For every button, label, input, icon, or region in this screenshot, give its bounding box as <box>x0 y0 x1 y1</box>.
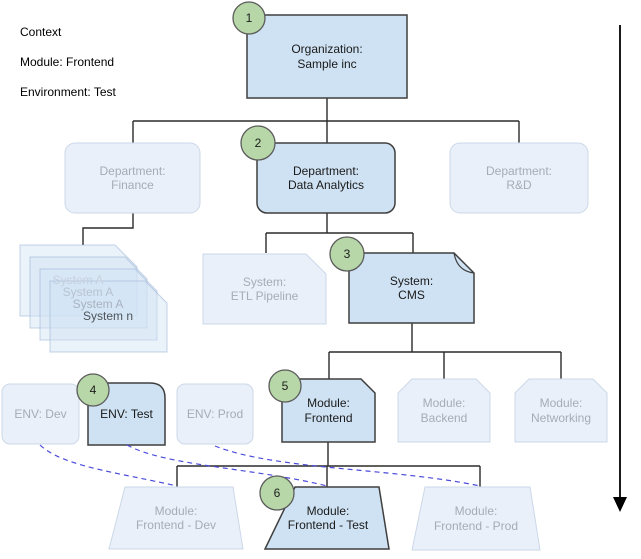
env-prod-shape[interactable] <box>176 383 254 445</box>
dashed-link-test <box>126 444 328 487</box>
badge-2-number: 2 <box>255 136 262 150</box>
badge-6-number: 6 <box>274 486 281 500</box>
badge-4-icon <box>76 373 110 407</box>
node-leaf-prod[interactable]: Module: Frontend - Prod <box>433 504 519 533</box>
node-env-dev[interactable]: ENV: Dev <box>14 406 67 421</box>
badge-6-icon <box>259 475 295 511</box>
step-badges: 1 2 3 4 5 6 <box>76 1 365 511</box>
context-title: Context <box>20 25 62 39</box>
badge-1-icon <box>232 1 266 35</box>
dept-analytics-shape[interactable] <box>256 142 396 214</box>
node-env-prod[interactable]: ENV: Prod <box>186 406 244 421</box>
sys-cms-shape[interactable] <box>348 252 475 324</box>
badge-1-number: 1 <box>246 11 253 25</box>
badge-4-number: 4 <box>90 383 97 397</box>
leaf-prod-shape[interactable] <box>411 486 541 551</box>
sys-cms-fold-line <box>453 252 475 274</box>
leaf-dev-shape[interactable] <box>108 486 244 550</box>
node-env-test[interactable]: ENV: Test <box>100 406 153 421</box>
stack-label-3: System A <box>72 297 124 311</box>
flow-arrow <box>613 25 627 512</box>
node-sys-etl[interactable]: System: ETL Pipeline <box>230 274 299 303</box>
tree-connectors <box>82 98 562 487</box>
dept-finance-shape[interactable] <box>64 142 201 214</box>
stack-card-3[interactable] <box>39 268 158 341</box>
node-dept-finance[interactable]: Department: Finance <box>99 163 166 192</box>
dashed-link-dev <box>39 444 178 487</box>
stack-label-2: System A <box>62 285 114 299</box>
badge-3-number: 3 <box>344 247 351 261</box>
leaf-test-shape[interactable] <box>263 486 390 550</box>
badge-5-icon <box>268 369 302 403</box>
node-mod-networking[interactable]: Module: Networking <box>530 396 592 425</box>
context-note: Context Module: Frontend Environment: Te… <box>20 10 116 100</box>
node-dept-rd[interactable]: Department: R&D <box>485 163 553 192</box>
node-leaf-test[interactable]: Module: Frontend - Test <box>287 503 369 532</box>
dept-rd-shape[interactable] <box>449 142 589 214</box>
node-organization[interactable]: Organization: Sample inc <box>291 42 363 71</box>
env-dev-shape[interactable] <box>1 383 80 445</box>
mod-networking-shape[interactable] <box>514 378 608 443</box>
context-environment-line: Environment: Test <box>20 85 116 99</box>
node-mod-backend[interactable]: Module: Backend <box>420 396 468 425</box>
sys-etl-shape[interactable] <box>202 253 327 325</box>
badge-3-icon <box>329 236 365 272</box>
node-dept-analytics[interactable]: Department: Data Analytics <box>287 163 365 192</box>
stack-card-4[interactable] <box>49 280 168 353</box>
organization-shape[interactable] <box>246 14 408 99</box>
badge-5-number: 5 <box>282 379 289 393</box>
stack-card-2[interactable] <box>29 256 148 329</box>
stack-label-1: System A <box>52 273 104 287</box>
mod-backend-shape[interactable] <box>397 378 491 443</box>
context-module-line: Module: Frontend <box>20 55 115 69</box>
system-stack-shape[interactable] <box>19 244 168 353</box>
stack-label-n: System n <box>82 309 133 323</box>
node-sys-cms[interactable]: System: CMS <box>389 273 434 302</box>
node-leaf-dev[interactable]: Module: Frontend - Dev <box>135 503 217 532</box>
node-mod-frontend[interactable]: Module: Frontend <box>304 396 353 425</box>
badge-2-icon <box>240 125 276 161</box>
